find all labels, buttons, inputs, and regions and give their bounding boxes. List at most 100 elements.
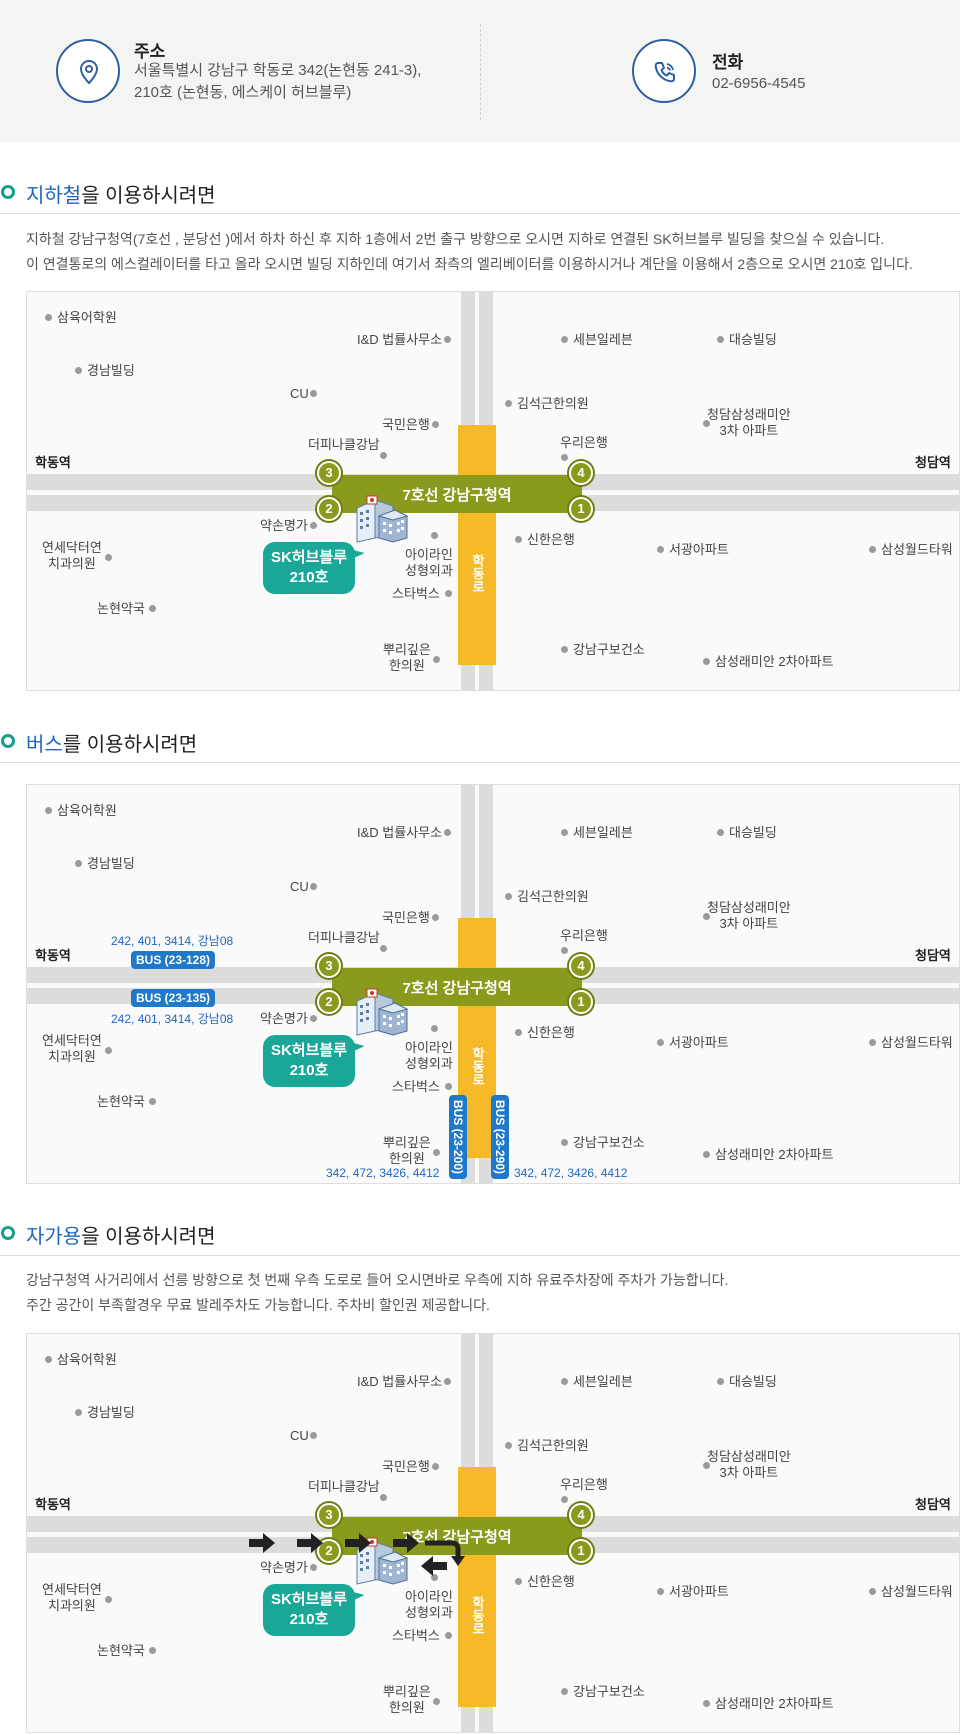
place-dot xyxy=(75,1409,82,1416)
exit-1-badge: 1 xyxy=(569,1539,593,1563)
place-dot xyxy=(561,646,568,653)
place-samsung-world-tower: 삼성월드타워 xyxy=(881,542,953,557)
place-dot xyxy=(380,452,387,459)
place-pinnacle: 더피나클강남 xyxy=(308,930,380,945)
place-dot xyxy=(380,1494,387,1501)
address-line-2: 210호 (논현동, 에스케이 허브블루) xyxy=(134,84,352,101)
place-dot xyxy=(75,367,82,374)
place-dot xyxy=(561,1378,568,1385)
place-dot xyxy=(45,807,52,814)
section-bullet-icon xyxy=(1,185,15,199)
arrow-right-icon xyxy=(393,1533,419,1553)
place-woori-bank: 우리은행 xyxy=(560,1477,608,1492)
place-woori-bank: 우리은행 xyxy=(560,928,608,943)
place-dot xyxy=(515,1578,522,1585)
place-dot xyxy=(433,1698,440,1705)
section-divider xyxy=(0,213,960,214)
bus-title-highlight: 버스 xyxy=(26,734,63,756)
place-dot xyxy=(505,1442,512,1449)
place-dot xyxy=(432,914,439,921)
place-seogwang-apt: 서광아파트 xyxy=(669,1584,729,1599)
place-kim-clinic: 김석근한의원 xyxy=(517,1438,589,1453)
subway-description: 지하철 강남구청역(7호선 , 분당선 )에서 하차 하신 후 지하 1층에서 … xyxy=(26,227,946,277)
exit-4-badge: 4 xyxy=(569,954,593,978)
bubble-tail xyxy=(349,1036,365,1052)
exit-3-badge: 3 xyxy=(317,1503,341,1527)
place-samsung-raemian-2: 삼성래미안 2차아파트 xyxy=(715,1696,834,1711)
sk-hubblue-210-bubble: SK허브블루 210호 xyxy=(263,1584,365,1636)
place-gangnam-health-center: 강남구보건소 xyxy=(573,1135,645,1150)
place-id-law: I&D 법률사무소 xyxy=(357,825,443,840)
place-id-law: I&D 법률사무소 xyxy=(357,1374,443,1389)
arrow-left-icon xyxy=(421,1556,447,1576)
place-dot xyxy=(431,1025,438,1032)
bus-routes-top: 242, 401, 3414, 강남08 xyxy=(111,934,234,948)
place-nonhyeon-pharmacy: 논현약국 xyxy=(97,601,145,616)
road-label-hakdong: 학동로 xyxy=(470,1047,485,1086)
place-dot xyxy=(380,945,387,952)
place-yaksonmyeongga: 약손명가 xyxy=(260,1011,308,1026)
exit-2-badge: 2 xyxy=(317,990,341,1014)
place-cu: CU xyxy=(290,1428,309,1443)
place-dot xyxy=(515,536,522,543)
line7-station-label: 7호선 강남구청역 xyxy=(402,487,512,504)
place-pinnacle: 더피나클강남 xyxy=(308,1479,380,1494)
underground-passage xyxy=(458,425,496,665)
place-daeseung: 대승빌딩 xyxy=(729,825,777,840)
place-seogwang-apt: 서광아파트 xyxy=(669,1035,729,1050)
exit-2-badge: 2 xyxy=(317,497,341,521)
place-dot xyxy=(310,1015,317,1022)
phone-number[interactable]: 02-6956-4545 xyxy=(712,75,806,92)
place-dot xyxy=(703,1700,710,1707)
place-starbucks: 스타벅스 xyxy=(392,1628,440,1643)
address-line-1: 서울특별시 강남구 학동로 342(논현동 241-3), xyxy=(134,62,422,79)
bus-stop-23-135-badge: BUS (23-135) xyxy=(131,989,216,1007)
place-kookmin-bank: 국민은행 xyxy=(382,1459,430,1474)
road-label-hakdong: 학동로 xyxy=(470,554,485,593)
place-dot xyxy=(869,1039,876,1046)
place-woori-bank: 우리은행 xyxy=(560,435,608,450)
place-pinnacle: 더피나클강남 xyxy=(308,437,380,452)
place-samsung-raemian-2: 삼성래미안 2차아파트 xyxy=(715,654,834,669)
station-hakdong: 학동역 xyxy=(35,948,71,963)
bus-routes-left: 342, 472, 3426, 4412 xyxy=(326,1166,440,1180)
place-id-law: I&D 법률사무소 xyxy=(357,332,443,347)
place-dot xyxy=(75,860,82,867)
place-dot xyxy=(149,1647,156,1654)
car-desc-line-1: 강남구청역 사거리에서 선릉 방향으로 첫 번째 우측 도로로 들어 오시면바로… xyxy=(26,1272,729,1288)
place-dot xyxy=(505,400,512,407)
subway-map: 학동로 7호선 강남구청역 3 4 2 1 학동역 청담역 삼육어학원 경남빌딩… xyxy=(26,291,960,691)
address-title: 주소 xyxy=(134,42,166,61)
place-dot xyxy=(444,336,451,343)
place-dot xyxy=(703,420,710,427)
arrow-right-icon xyxy=(297,1533,323,1553)
place-cu: CU xyxy=(290,386,309,401)
exit-3-badge: 3 xyxy=(317,954,341,978)
car-title-highlight: 자가용 xyxy=(26,1226,82,1248)
place-dot xyxy=(310,390,317,397)
sk-hubblue-210-bubble: SK허브블루 210호 xyxy=(263,542,365,594)
sk-hubblue-building-icon xyxy=(356,988,409,1036)
place-dot xyxy=(149,1098,156,1105)
place-gangnam-health-center: 강남구보건소 xyxy=(573,642,645,657)
place-dot xyxy=(657,546,664,553)
bubble-tail xyxy=(349,543,365,559)
place-dot xyxy=(445,590,452,597)
place-dot xyxy=(561,947,568,954)
section-divider xyxy=(0,762,960,763)
car-section-title: 자가용을 이용하시려면 xyxy=(0,1218,960,1248)
place-dot xyxy=(561,1688,568,1695)
place-dot xyxy=(310,1432,317,1439)
place-dot xyxy=(310,1564,317,1571)
sk-hubblue-building-icon xyxy=(356,1537,409,1585)
place-kim-clinic: 김석근한의원 xyxy=(517,889,589,904)
place-dot xyxy=(45,314,52,321)
bus-routes-bottom: 242, 401, 3414, 강남08 xyxy=(111,1012,234,1026)
place-dot xyxy=(561,1496,568,1503)
section-bullet-icon xyxy=(1,734,15,748)
place-nonhyeon-pharmacy: 논현약국 xyxy=(97,1094,145,1109)
